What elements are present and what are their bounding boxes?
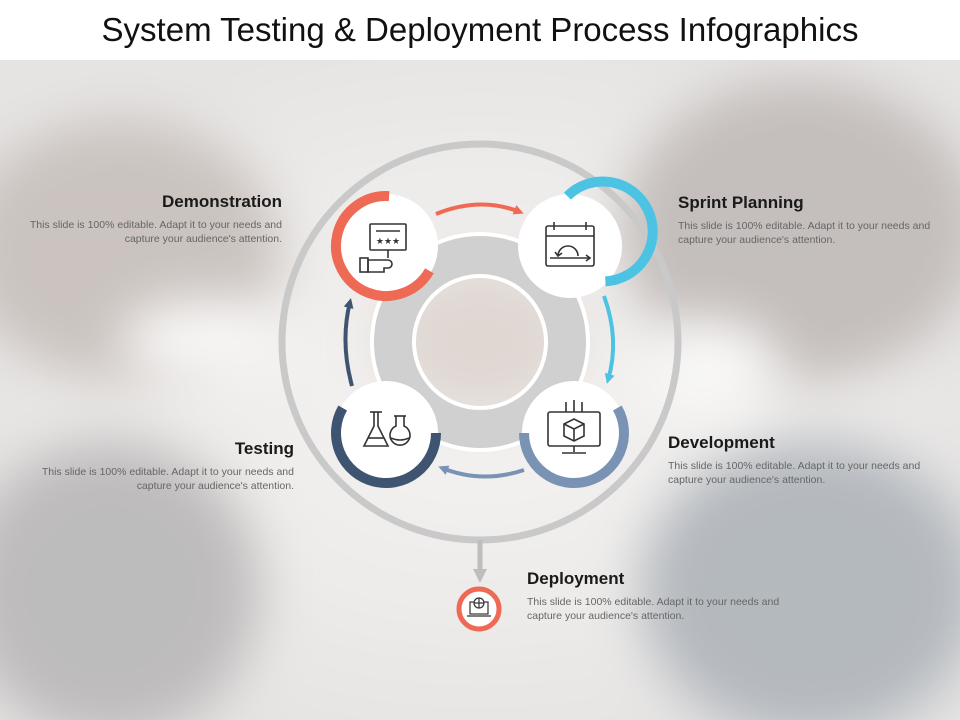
step-description: This slide is 100% editable. Adapt it to…: [29, 219, 282, 245]
page-title: System Testing & Deployment Process Info…: [0, 0, 960, 60]
node-testing: [331, 381, 441, 488]
arrow-demonstration-to-sprint: [435, 202, 524, 216]
step-heading: Testing: [234, 439, 294, 458]
rating-board-hand-icon: ★★★: [359, 223, 407, 273]
inner-ring-core: [374, 236, 586, 448]
laptop-globe-icon: [467, 597, 491, 617]
step-deployment: Deployment This slide is 100% editable. …: [527, 569, 787, 623]
background-photo: [0, 60, 960, 720]
node-demonstration: ★★★: [330, 191, 438, 301]
step-heading: Deployment: [527, 569, 625, 588]
step-description: This slide is 100% editable. Adapt it to…: [41, 466, 294, 492]
calendar-cycle-icon: [545, 222, 595, 267]
node-sprint-planning: [518, 176, 658, 298]
lab-flasks-icon: [362, 411, 411, 447]
step-description: This slide is 100% editable. Adapt it to…: [527, 596, 780, 622]
node-development: [519, 381, 629, 488]
step-development: Development This slide is 100% editable.…: [668, 433, 928, 487]
step-heading: Demonstration: [162, 192, 282, 211]
arrow-sprint-to-development: [602, 295, 616, 384]
step-description: This slide is 100% editable. Adapt it to…: [668, 460, 921, 486]
step-description: This slide is 100% editable. Adapt it to…: [678, 220, 931, 246]
step-heading: Development: [668, 433, 775, 452]
arrow-development-to-testing: [438, 465, 525, 479]
svg-text:★★★: ★★★: [376, 237, 400, 247]
step-demonstration: Demonstration This slide is 100% editabl…: [22, 192, 282, 246]
step-testing: Testing This slide is 100% editable. Ada…: [34, 439, 294, 493]
step-sprint-planning: Sprint Planning This slide is 100% edita…: [678, 193, 938, 247]
node-deployment: [456, 586, 502, 632]
monitor-cube-icon: [547, 400, 601, 454]
step-heading: Sprint Planning: [678, 193, 804, 212]
arrow-testing-to-demonstration: [343, 298, 354, 387]
